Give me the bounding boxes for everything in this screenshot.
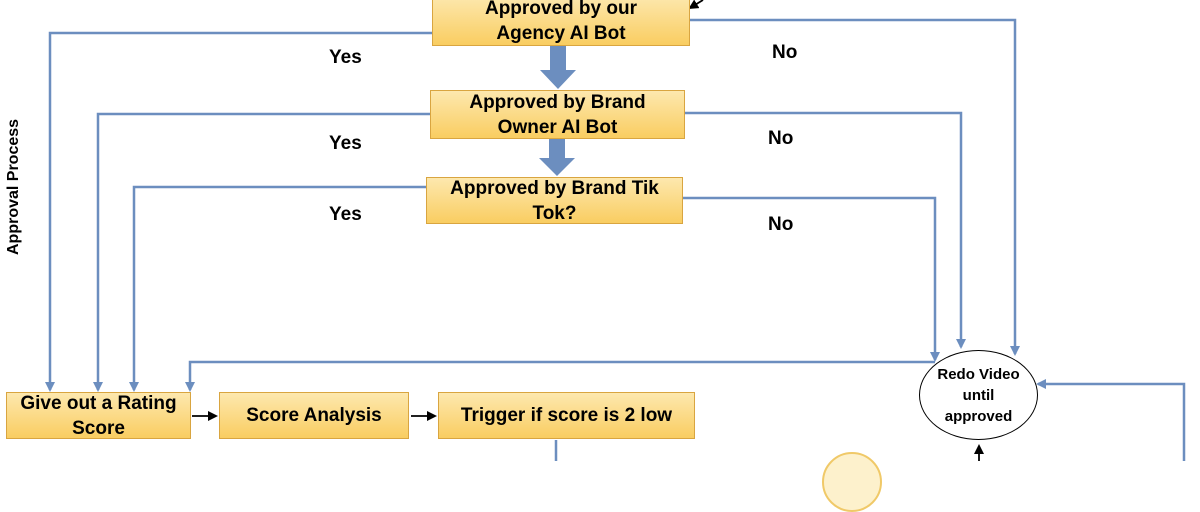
score-analysis-node: Score Analysis <box>219 392 409 439</box>
flow-arrow-2 <box>539 139 575 176</box>
flow-arrow-1 <box>540 46 576 89</box>
trigger-node: Trigger if score is 2 low <box>438 392 695 439</box>
brand-owner-ai-bot-node: Approved by Brand Owner AI Bot <box>430 90 685 139</box>
diagram-connectors <box>45 0 1186 461</box>
brand-tiktok-node: Approved by Brand Tik Tok? <box>426 177 683 224</box>
no-connector-brand-tiktok <box>683 196 940 362</box>
yes-label-1: Yes <box>329 47 362 68</box>
no-label-3: No <box>768 214 794 235</box>
no-label-1: No <box>772 42 798 63</box>
redo-to-rating-connector <box>185 360 935 392</box>
no-connector-agency <box>690 18 1020 356</box>
yes-label-3: Yes <box>329 204 362 225</box>
yes-label-2: Yes <box>329 133 362 154</box>
right-feedback-connector <box>1036 379 1186 461</box>
no-label-2: No <box>768 128 794 149</box>
redo-video-ellipse: Redo Video until approved <box>919 350 1038 440</box>
no-connector-brand-owner <box>685 111 966 349</box>
decorative-circle-partial <box>822 452 882 512</box>
yes-connector-brand-tiktok <box>129 185 426 392</box>
agency-ai-bot-node: Approved by our Agency AI Bot <box>432 0 690 46</box>
yes-connector-brand-owner <box>93 112 430 392</box>
approval-process-label: Approval Process <box>5 118 22 255</box>
yes-connector-agency <box>45 31 432 392</box>
rating-score-node: Give out a Rating Score <box>6 392 191 439</box>
arrow-into-agency <box>688 0 704 10</box>
